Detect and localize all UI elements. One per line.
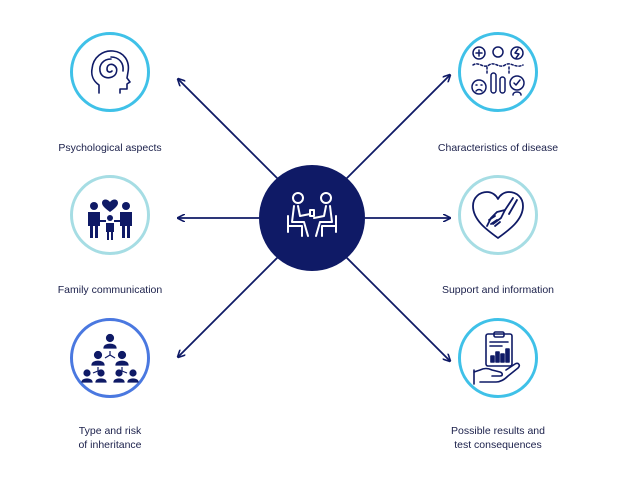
inherit-label-line2: of inheritance (78, 439, 142, 451)
family-node (70, 175, 150, 255)
support-node (458, 175, 538, 255)
results-node (458, 318, 538, 398)
inherit-label-line1: Type and risk (78, 425, 142, 437)
family-icon (88, 199, 132, 240)
inherit-label: Type and risk of inheritance (40, 424, 180, 452)
arrow-to-psych (178, 79, 283, 184)
psych-label: Psychological aspects (58, 142, 162, 154)
arrow-to-inherit (178, 252, 283, 357)
support-label: Support and information (441, 284, 555, 296)
family-label: Family communication (57, 284, 163, 296)
psych-node (70, 32, 150, 112)
heart-icon (102, 199, 118, 212)
heart-hands-icon (472, 191, 524, 239)
head-spiral-icon (90, 50, 131, 94)
inherit-node (70, 318, 150, 398)
results-label-line2: test consequences (454, 439, 542, 451)
results-label: Possible results and test consequences (428, 424, 568, 452)
disease-label: Characteristics of disease (437, 142, 559, 154)
arrow-to-results (341, 252, 450, 361)
clipboard-hand-icon (473, 331, 521, 385)
center-node (259, 165, 365, 271)
disease-node (458, 32, 538, 112)
hierarchy-people-icon (81, 333, 139, 383)
results-label-line1: Possible results and (451, 425, 545, 437)
counseling-session-icon (287, 192, 337, 237)
arrow-to-disease (341, 75, 450, 184)
health-symbols-icon (471, 46, 525, 96)
